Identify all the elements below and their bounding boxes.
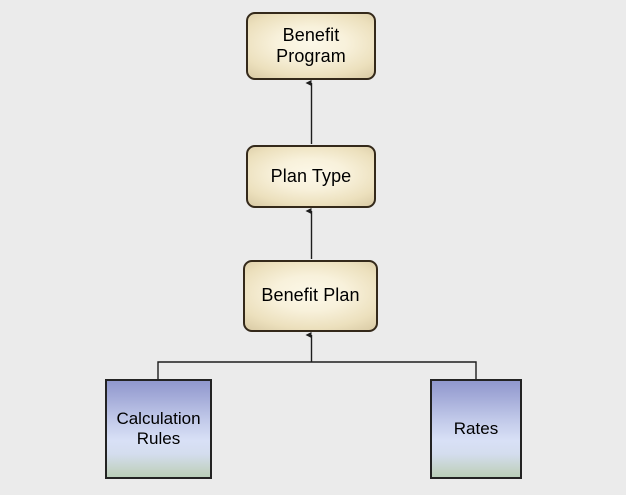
- node-benefit-program-label: Benefit Program: [276, 24, 346, 66]
- node-calculation-rules[interactable]: Calculation Rules: [105, 379, 212, 479]
- node-rates[interactable]: Rates: [430, 379, 522, 479]
- node-plan-type-label: Plan Type: [270, 165, 352, 186]
- node-benefit-program[interactable]: Benefit Program: [246, 12, 376, 80]
- node-benefit-plan-label: Benefit Plan: [261, 285, 360, 306]
- connector-rates-branch: [311, 361, 477, 379]
- node-rates-label: Rates: [453, 418, 499, 438]
- node-plan-type[interactable]: Plan Type: [246, 145, 376, 208]
- node-calculation-rules-label: Calculation Rules: [116, 408, 201, 448]
- node-benefit-plan[interactable]: Benefit Plan: [243, 260, 378, 332]
- connector-calculation-rules-branch: [157, 361, 312, 379]
